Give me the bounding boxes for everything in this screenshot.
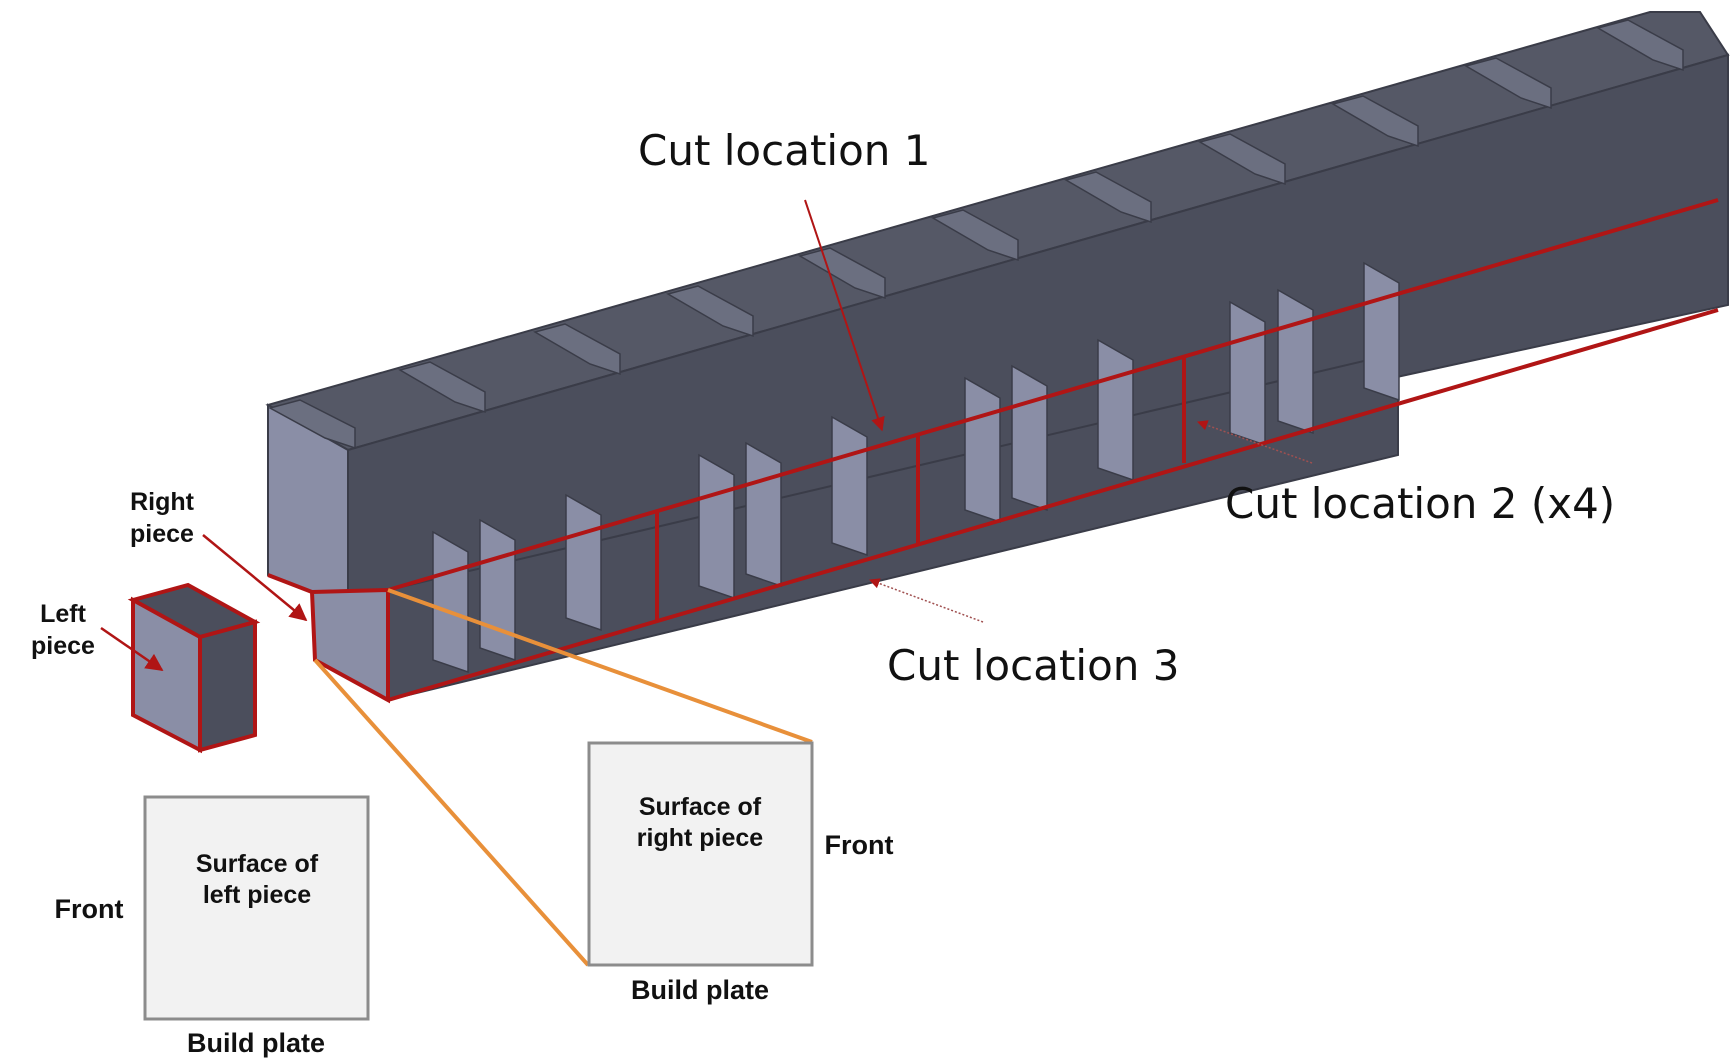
cut-location-3-label: Cut location 3 xyxy=(887,641,1179,690)
right-piece-arrow xyxy=(202,534,308,622)
left-piece-label-1: Left xyxy=(40,600,87,628)
right-surface-build-plate-label: Build plate xyxy=(631,975,769,1005)
right-piece-label-1: Right xyxy=(130,488,195,516)
cut-location-1-label: Cut location 1 xyxy=(638,126,930,175)
annotation-arrows xyxy=(100,199,1313,672)
top-ribs xyxy=(267,19,1684,450)
right-surface-front-label: Front xyxy=(825,830,894,860)
right-surface-title-1: Surface of xyxy=(639,793,762,821)
cut-line-1 xyxy=(387,198,1719,592)
right-surface-panel xyxy=(587,741,814,967)
cut-1-arrow xyxy=(804,199,885,432)
cut-line-3 xyxy=(387,308,1719,702)
left-surface-title-2: left piece xyxy=(203,881,311,909)
cut-3-arrow xyxy=(869,578,984,623)
callout-lines xyxy=(313,588,813,967)
left-surface-title-1: Surface of xyxy=(196,850,319,878)
left-surface-panel xyxy=(143,795,370,1021)
left-piece-label-2: piece xyxy=(31,632,95,660)
left-piece-arrow xyxy=(100,626,164,672)
right-piece-label-2: piece xyxy=(130,520,194,548)
right-piece-block xyxy=(310,588,389,702)
right-surface-title-2: right piece xyxy=(637,824,764,852)
cut-lines xyxy=(267,198,1719,704)
cut-location-2-label: Cut location 2 (x4) xyxy=(1225,479,1615,528)
left-piece-block xyxy=(127,582,261,754)
cut-2-arrow xyxy=(1197,420,1313,464)
left-surface-front-label: Front xyxy=(55,894,124,924)
left-surface-build-plate-label: Build plate xyxy=(187,1028,325,1058)
right-piece-outline xyxy=(310,587,390,704)
